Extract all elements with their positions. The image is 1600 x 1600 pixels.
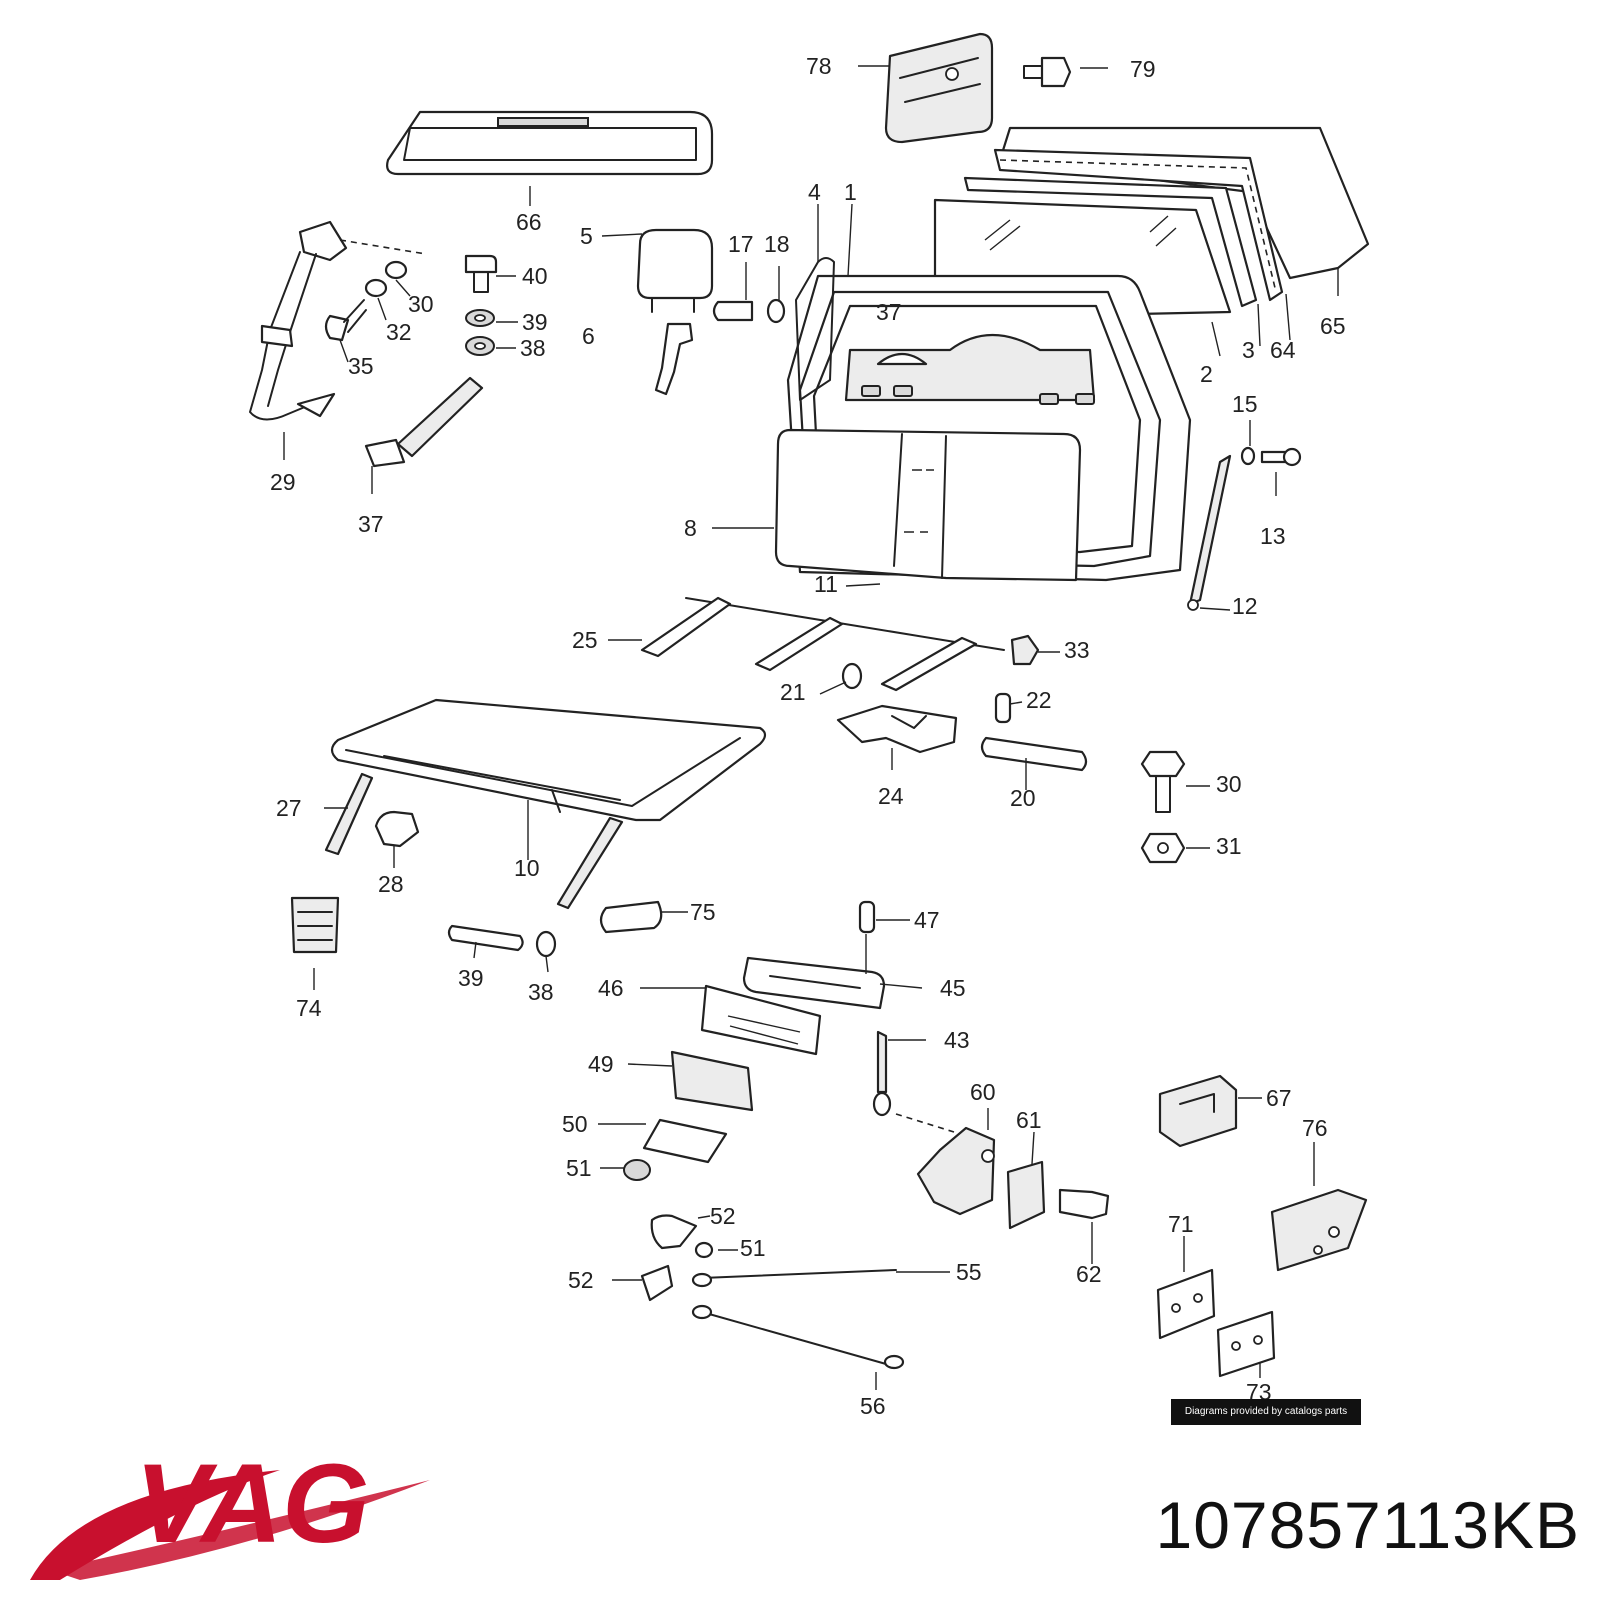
callout-label: 20 — [1010, 785, 1036, 811]
callout-label: 18 — [764, 231, 790, 257]
callout-label: 52 — [568, 1267, 594, 1293]
callout-label: 25 — [572, 627, 598, 653]
part-drawings — [249, 32, 1370, 1378]
callout-label: 37 — [876, 299, 902, 325]
callout-label: 39 — [458, 965, 484, 991]
callout-label: 67 — [1266, 1085, 1292, 1111]
callout-label: 11 — [814, 571, 838, 597]
callout-label: 1 — [844, 179, 857, 205]
leader-lines — [283, 65, 1339, 1390]
callout-label: 51 — [566, 1155, 592, 1181]
callout-label: 61 — [1016, 1107, 1042, 1133]
callout-label: 78 — [806, 53, 832, 79]
callout-label: 65 — [1320, 313, 1346, 339]
callout-label: 13 — [1260, 523, 1286, 549]
callout-label: 47 — [914, 907, 940, 933]
callout-label: 55 — [956, 1259, 982, 1285]
brand-name: VAG — [135, 1441, 369, 1566]
callout-label: 17 — [728, 231, 754, 257]
callout-label: 76 — [1302, 1115, 1328, 1141]
callout-label: 74 — [296, 995, 322, 1021]
callout-label: 40 — [522, 263, 548, 289]
callout-label: 71 — [1168, 1211, 1194, 1237]
callout-label: 3 — [1242, 337, 1255, 363]
callout-label: 30 — [408, 291, 434, 317]
callout-label: 21 — [780, 679, 806, 705]
callout-label: 5 — [580, 223, 593, 249]
callout-label: 35 — [348, 353, 374, 379]
callout-label: 75 — [690, 899, 716, 925]
callout-label: 2 — [1200, 361, 1213, 387]
callout-label: 30 — [1216, 771, 1242, 797]
callout-label: 50 — [562, 1111, 588, 1137]
callout-label: 32 — [386, 319, 412, 345]
callout-label: 33 — [1064, 637, 1090, 663]
callout-label: 10 — [514, 855, 540, 881]
callout-label: 52 — [710, 1203, 736, 1229]
callout-label: 38 — [520, 335, 546, 361]
callout-label: 38 — [528, 979, 554, 1005]
callout-label: 56 — [860, 1393, 886, 1419]
callout-label: 4 — [808, 179, 821, 205]
callout-label: 60 — [970, 1079, 996, 1105]
callout-label: 6 — [582, 323, 595, 349]
callout-label: 31 — [1216, 833, 1242, 859]
callout-label: 39 — [522, 309, 548, 335]
callout-label: 45 — [940, 975, 966, 1001]
callout-label: 22 — [1026, 687, 1052, 713]
callout-label: 62 — [1076, 1261, 1102, 1287]
callout-label: 12 — [1232, 593, 1258, 619]
part-number: 107857113KB — [1155, 1488, 1580, 1562]
callout-label: 79 — [1130, 56, 1156, 82]
callout-label: 51 — [740, 1235, 766, 1261]
callout-label: 29 — [270, 469, 296, 495]
callout-label: 24 — [878, 783, 904, 809]
logo-swoosh-lower — [50, 1480, 430, 1580]
diagram-credit-banner: Diagrams provided by catalogs parts — [1171, 1399, 1361, 1425]
callout-label: 46 — [598, 975, 624, 1001]
callout-label: 15 — [1232, 391, 1258, 417]
callout-label: 28 — [378, 871, 404, 897]
vag-logo: VAG — [30, 1441, 430, 1580]
callout-label: 37 — [358, 511, 384, 537]
callout-label: 49 — [588, 1051, 614, 1077]
callout-label: 43 — [944, 1027, 970, 1053]
callout-label: 27 — [276, 795, 302, 821]
logo-swoosh — [30, 1470, 280, 1580]
callout-label: 66 — [516, 209, 542, 235]
callout-label: 64 — [1270, 337, 1296, 363]
callout-labels: 78 79 66 4 1 5 17 18 40 30 32 39 35 38 6… — [270, 53, 1346, 1419]
callout-label: 8 — [684, 515, 697, 541]
